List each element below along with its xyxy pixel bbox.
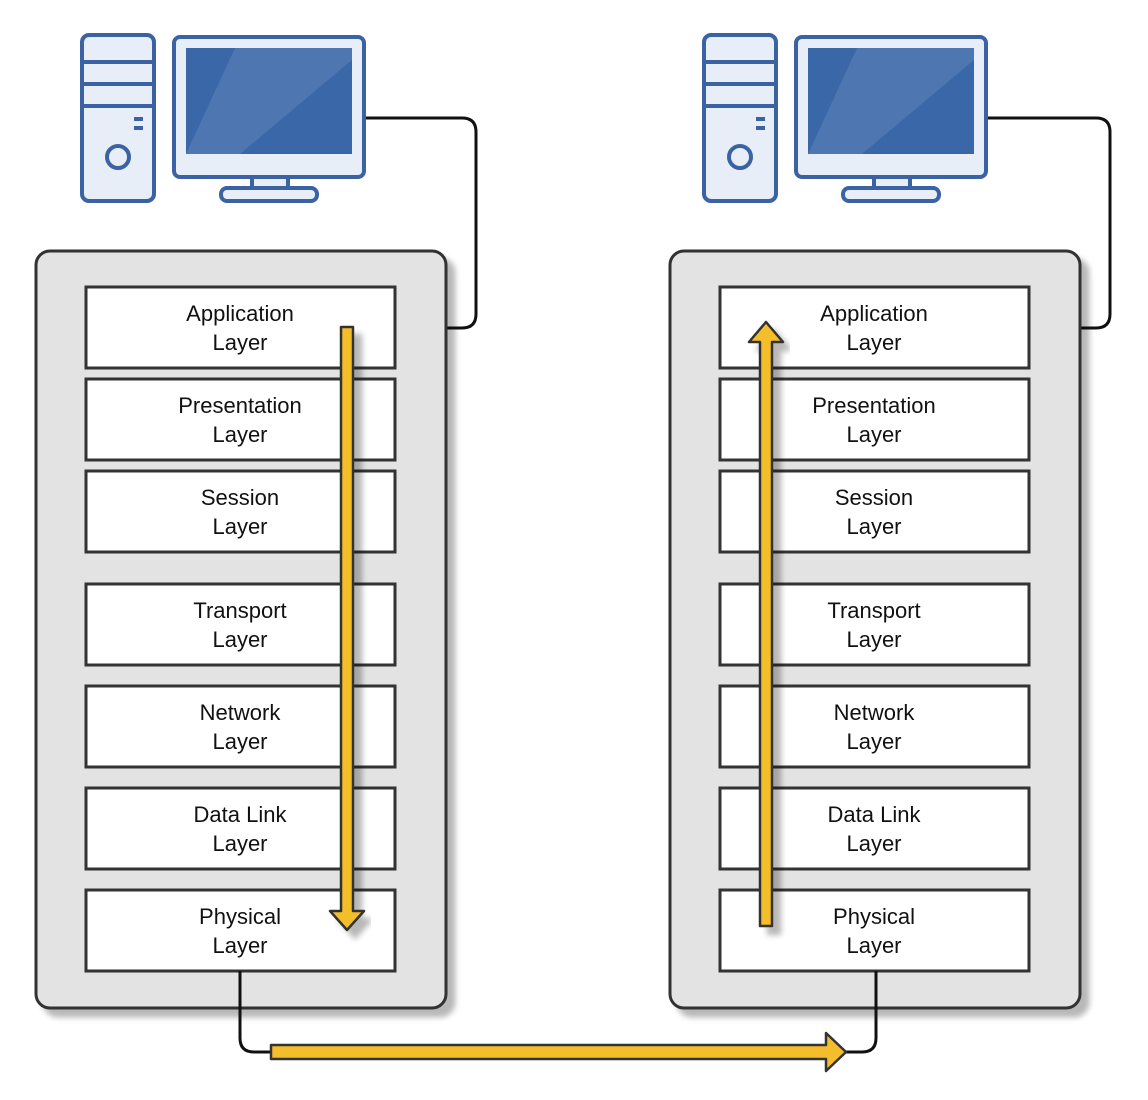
sender-computer-icon <box>80 33 366 203</box>
layer-name: Session <box>201 485 279 510</box>
layer-suffix: Layer <box>846 422 901 447</box>
layer-name: Presentation <box>812 393 936 418</box>
layer-suffix: Layer <box>212 729 267 754</box>
layer-name: Application <box>186 301 294 326</box>
layer-name: Data Link <box>194 802 288 827</box>
layer-suffix: Layer <box>846 330 901 355</box>
layer-suffix: Layer <box>846 729 901 754</box>
layer-name: Application <box>820 301 928 326</box>
layer-suffix: Layer <box>212 933 267 958</box>
layer-suffix: Layer <box>846 627 901 652</box>
layer-suffix: Layer <box>846 514 901 539</box>
layer-suffix: Layer <box>212 831 267 856</box>
receiver-computer-cable <box>988 116 1112 330</box>
tower-icon <box>702 33 778 203</box>
sender-group: Application Layer Presentation Layer Ses… <box>34 33 478 1010</box>
layer-name: Data Link <box>828 802 922 827</box>
monitor-icon <box>172 35 366 203</box>
receiver-up-arrow <box>747 320 785 928</box>
layer-suffix: Layer <box>846 831 901 856</box>
layer-name: Presentation <box>178 393 302 418</box>
layer-suffix: Layer <box>212 422 267 447</box>
tower-icon <box>80 33 156 203</box>
sender-down-arrow <box>328 325 366 932</box>
layer-name: Session <box>835 485 913 510</box>
layer-name: Physical <box>199 904 281 929</box>
layer-name: Transport <box>827 598 920 623</box>
layer-suffix: Layer <box>212 627 267 652</box>
layer-suffix: Layer <box>846 933 901 958</box>
layer-name: Transport <box>193 598 286 623</box>
layer-suffix: Layer <box>212 514 267 539</box>
receiver-computer-icon <box>702 33 988 203</box>
layer-suffix: Layer <box>212 330 267 355</box>
layer-name: Network <box>200 700 282 725</box>
receiver-group: Application Layer Presentation Layer Ses… <box>668 33 1112 1010</box>
transmission-arrow <box>269 1031 848 1073</box>
monitor-icon <box>794 35 988 203</box>
sender-computer-cable <box>366 116 478 330</box>
layer-name: Physical <box>833 904 915 929</box>
layer-name: Network <box>834 700 916 725</box>
